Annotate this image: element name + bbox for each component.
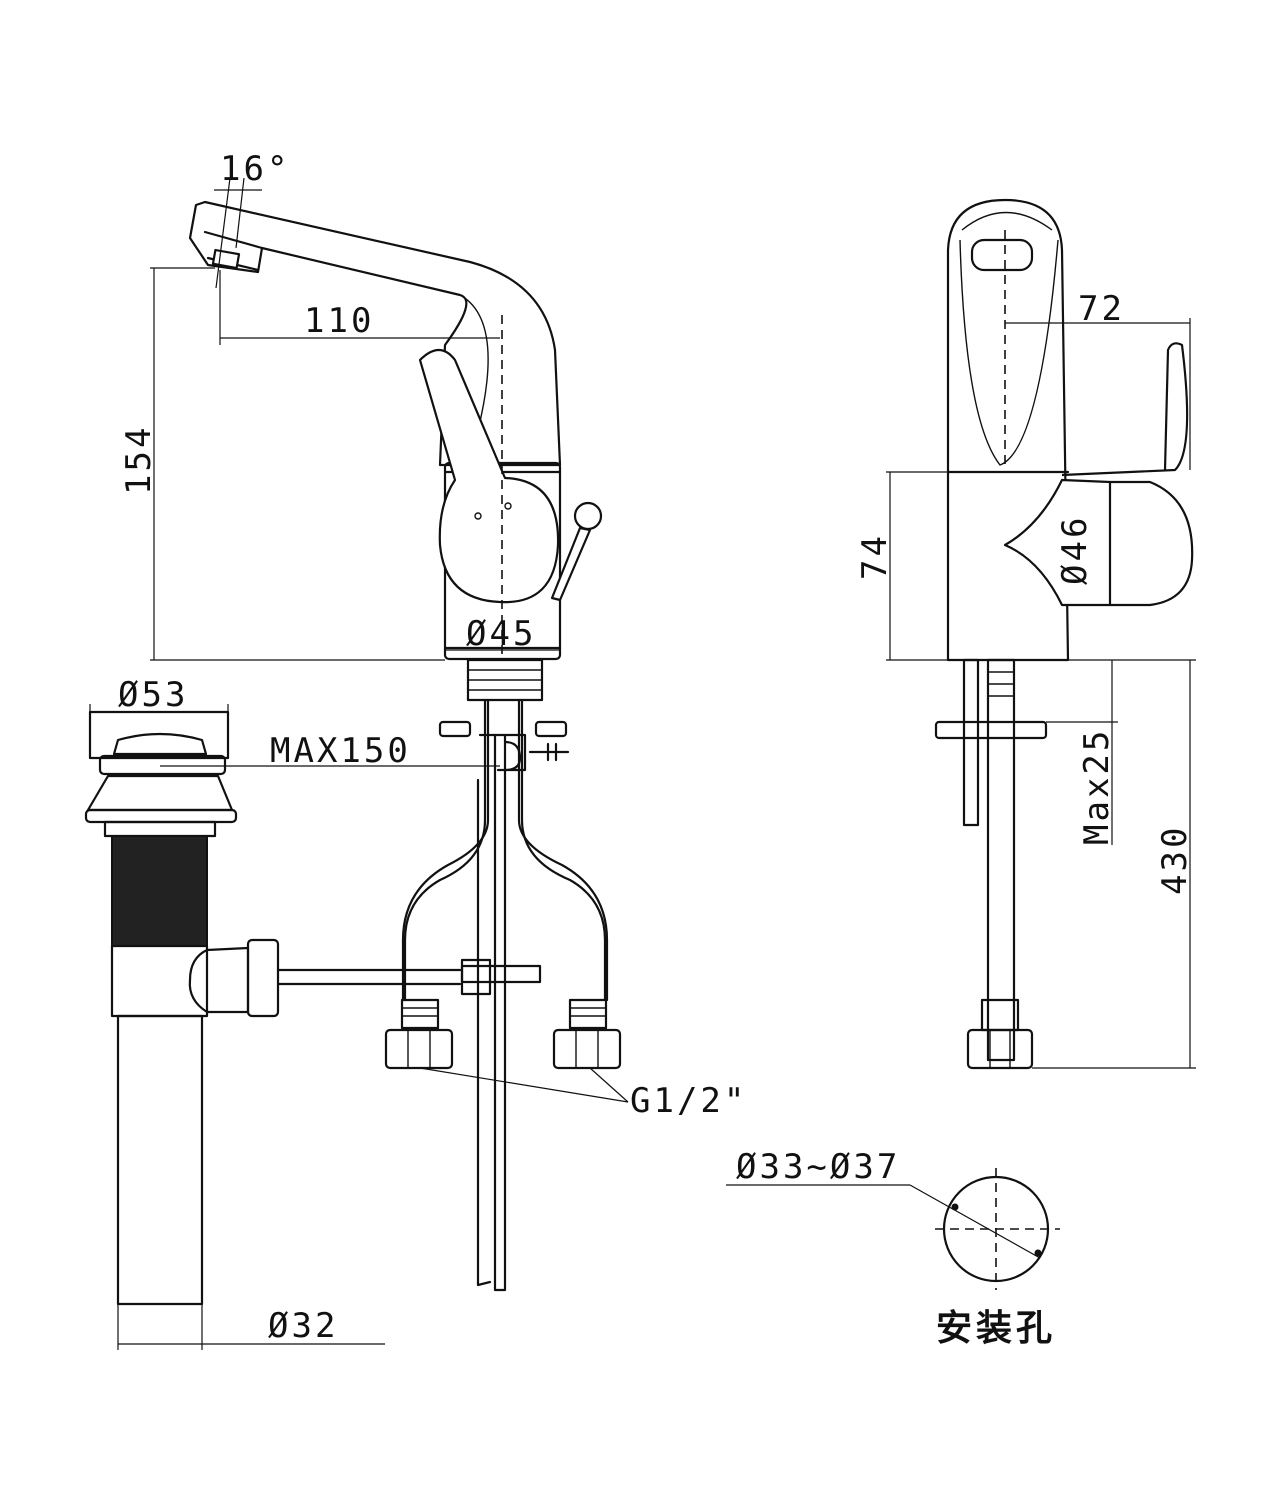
label-body-diameter: Ø45 [466, 614, 536, 654]
label-spout-reach: 110 [304, 301, 374, 341]
install-hole-diagram [726, 1168, 1060, 1290]
label-spout-height: 154 [119, 425, 159, 495]
label-total-length: 430 [1155, 825, 1195, 895]
dimension-lines [89, 177, 1196, 1350]
label-hole-caption: 安装孔 [936, 1308, 1056, 1349]
label-drain-pipe-diameter: Ø32 [268, 1306, 338, 1346]
side-view-faucet [934, 198, 1194, 1070]
label-side-depth: 72 [1078, 289, 1125, 329]
pop-up-drain [84, 710, 462, 1306]
label-max-thickness: MAX150 [270, 731, 411, 771]
label-max-deck: Max25 [1077, 728, 1117, 845]
front-faucet [188, 200, 603, 661]
label-inlet-thread: G1/2" [630, 1081, 747, 1121]
label-hole-diameter: Ø33~Ø37 [736, 1147, 900, 1187]
front-underdeck [384, 658, 622, 1292]
label-side-body-height: 74 [855, 533, 895, 580]
label-handle-diameter: Ø46 [1055, 515, 1095, 585]
label-spout-angle: 16° [220, 149, 290, 189]
label-drain-diameter: Ø53 [118, 675, 188, 715]
